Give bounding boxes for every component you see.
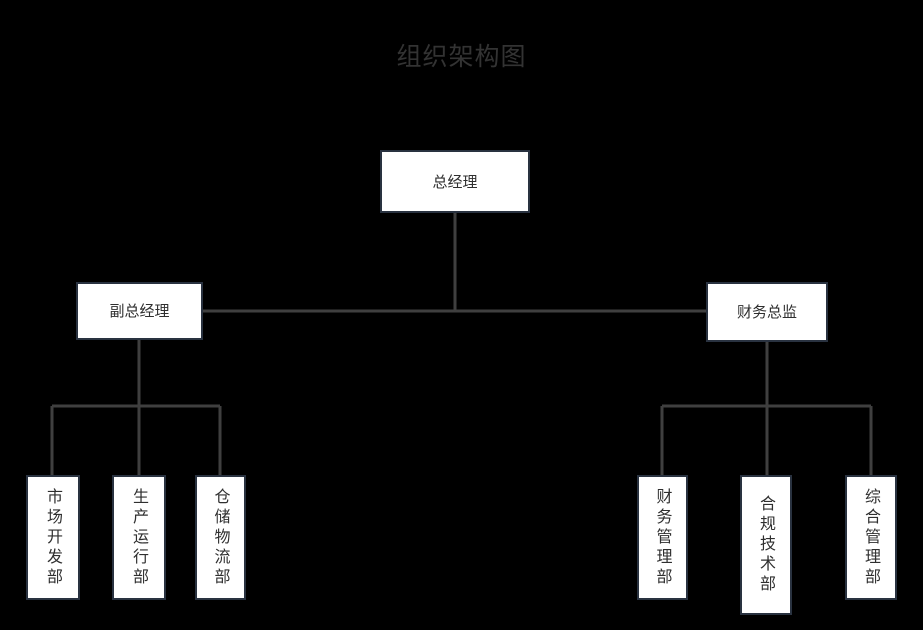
node-label: 综合管理部	[862, 487, 881, 588]
node-label: 合规技术部	[757, 495, 776, 595]
node-label: 市场开发部	[44, 487, 63, 588]
node-finance-director[interactable]: 财务总监	[706, 282, 828, 342]
node-label: 副总经理	[109, 302, 170, 320]
node-label: 总经理	[432, 172, 478, 191]
page-title: 组织架构图	[396, 42, 527, 71]
node-deputy-general-manager[interactable]: 副总经理	[76, 282, 203, 340]
node-label: 仓储物流部	[211, 487, 231, 588]
node-label: 财务管理部	[653, 487, 673, 588]
node-production-operations-dept[interactable]: 生产运行部	[112, 475, 166, 600]
node-label: 财务总监	[736, 303, 797, 321]
node-general-administration-dept[interactable]: 综合管理部	[845, 475, 897, 600]
node-financial-management-dept[interactable]: 财务管理部	[637, 475, 688, 600]
node-market-development-dept[interactable]: 市场开发部	[26, 475, 80, 600]
node-label: 生产运行部	[130, 487, 149, 588]
node-general-manager[interactable]: 总经理	[380, 150, 530, 213]
node-warehouse-logistics-dept[interactable]: 仓储物流部	[195, 475, 246, 600]
node-compliance-technology-dept[interactable]: 合规技术部	[740, 475, 792, 615]
